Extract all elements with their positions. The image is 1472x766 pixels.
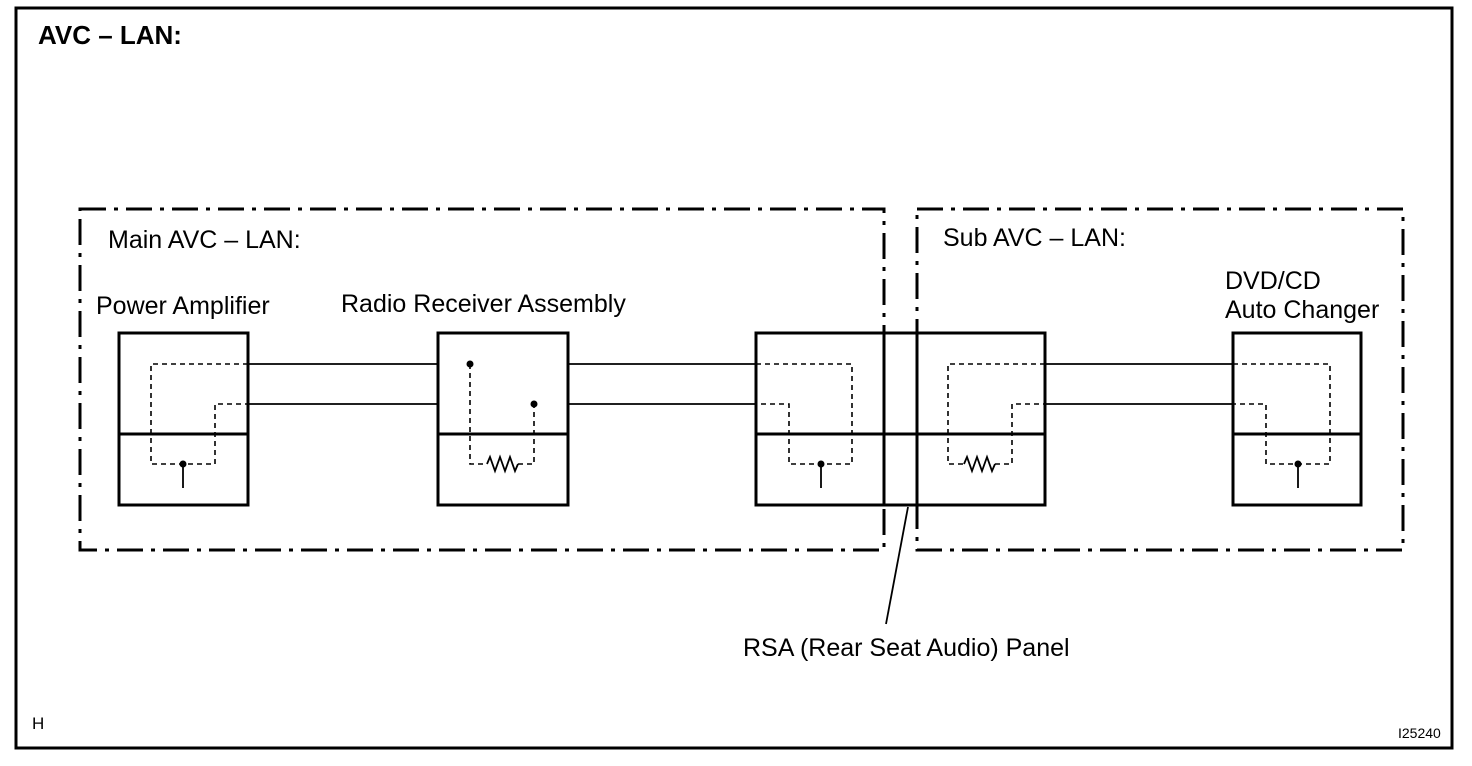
radio-receiver-unit [436,331,570,507]
rsa-panel-link [884,331,917,507]
outer-frame [14,6,1454,750]
diagram-title: AVC – LAN: [38,20,182,50]
dvd-changer-label-line2: Auto Changer [1225,296,1379,324]
corner-mark-left: H [32,714,44,733]
figure-code: I25240 [1398,725,1441,741]
dvd-changer-unit [1231,331,1363,507]
radio-receiver-label: Radio Receiver Assembly [341,290,626,318]
rsa-panel-leader [885,506,909,625]
power-amplifier-label: Power Amplifier [96,292,270,320]
dvd-changer-label-line1: DVD/CD [1225,267,1321,295]
lan-bus-lines [248,363,1233,405]
main-avc-lan-label: Main AVC – LAN: [108,226,301,254]
rsa-panel-label: RSA (Rear Seat Audio) Panel [743,634,1070,662]
main-avc-lan-boundary [78,207,886,552]
power-amplifier-unit [117,331,250,507]
sub-avc-lan-label: Sub AVC – LAN: [943,224,1126,252]
rsa-main-side-unit [754,331,886,507]
rsa-sub-side-unit [915,331,1047,507]
